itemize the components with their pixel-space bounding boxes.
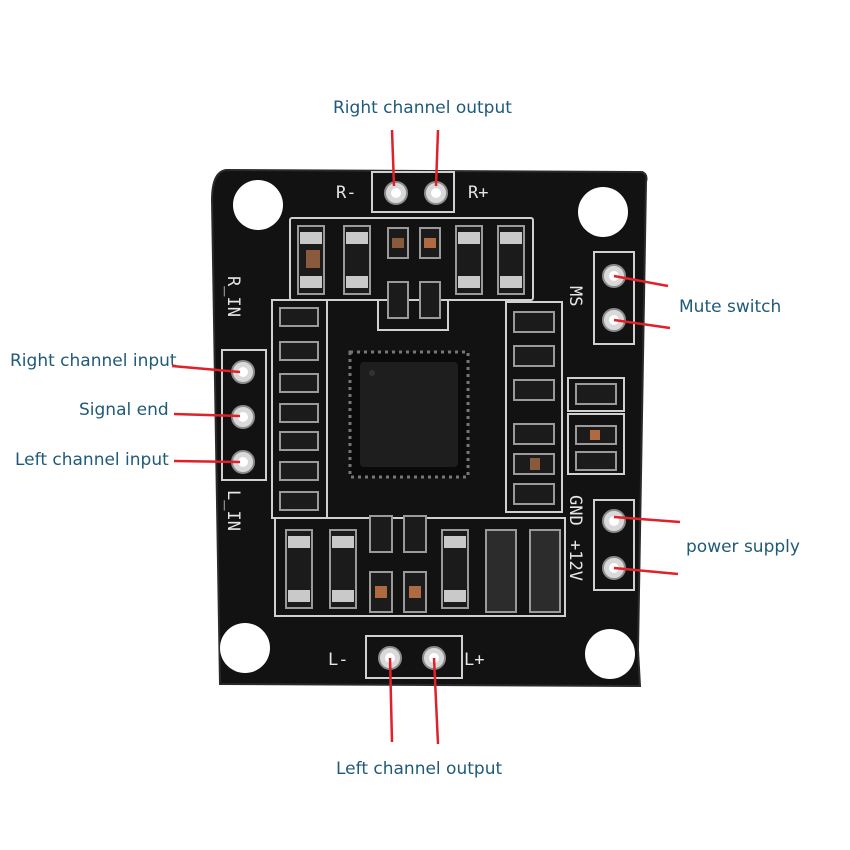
silk-ms: MS bbox=[565, 286, 585, 306]
mounting-hole-bottom-left bbox=[220, 623, 270, 673]
silkscreen-frames bbox=[221, 171, 635, 679]
leader-gnd bbox=[613, 515, 681, 524]
label-signal-end: Signal end bbox=[79, 400, 169, 420]
smd-components-left bbox=[279, 307, 319, 511]
silk-l-plus: L+ bbox=[464, 650, 484, 670]
amplifier-ic-chip bbox=[348, 350, 470, 479]
label-right-channel-output: Right channel output bbox=[333, 98, 512, 118]
leader-l-minus bbox=[388, 657, 394, 743]
label-left-channel-output: Left channel output bbox=[336, 759, 503, 779]
leader-mute-1 bbox=[613, 274, 669, 288]
leader-signal bbox=[173, 412, 241, 418]
silk-l-in: L_IN bbox=[223, 490, 243, 531]
leader-r-plus bbox=[434, 129, 440, 187]
leader-l-in bbox=[173, 459, 241, 464]
smd-components-top bbox=[297, 225, 525, 319]
leader-r-minus bbox=[390, 129, 396, 187]
label-right-channel-input: Right channel input bbox=[10, 351, 177, 371]
label-mute-switch: Mute switch bbox=[679, 297, 782, 317]
smd-components-bottom bbox=[285, 515, 561, 613]
mounting-hole-top-right bbox=[578, 187, 628, 237]
silk-r-plus: R+ bbox=[468, 183, 488, 203]
silk-r-in: R_IN bbox=[223, 276, 243, 317]
leader-l-plus bbox=[432, 657, 440, 745]
leader-12v bbox=[613, 566, 679, 576]
silk-gnd: GND bbox=[565, 495, 585, 526]
leader-lines bbox=[171, 129, 681, 745]
smd-components-right bbox=[513, 311, 617, 505]
leader-r-in bbox=[171, 364, 241, 374]
silk-r-minus: R- bbox=[336, 183, 356, 203]
leader-mute-2 bbox=[613, 318, 671, 330]
mounting-hole-bottom-right bbox=[585, 629, 635, 679]
label-power-supply: power supply bbox=[686, 537, 800, 557]
label-left-channel-input: Left channel input bbox=[15, 450, 169, 470]
silk-12v: +12V bbox=[565, 540, 585, 581]
mounting-hole-top-left bbox=[233, 180, 283, 230]
silk-l-minus: L- bbox=[328, 650, 348, 670]
